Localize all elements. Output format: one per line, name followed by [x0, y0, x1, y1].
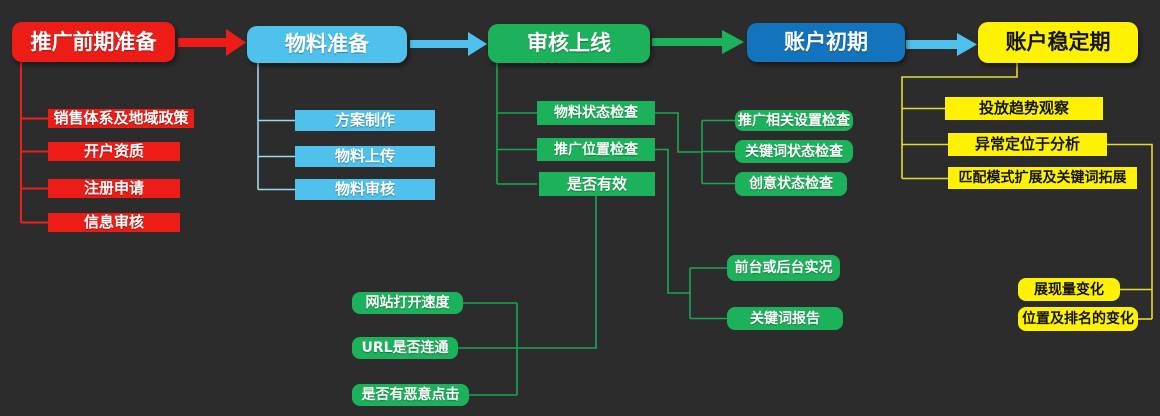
- item-material-status-check: 物料状态检查: [537, 101, 655, 125]
- stage-box-account-initial: 账户初期: [747, 23, 905, 62]
- flow-arrow-green: [652, 30, 744, 54]
- stage-box-review-online: 审核上线: [488, 24, 650, 63]
- item-plan-production: 方案制作: [295, 110, 435, 131]
- item-keyword-status-check: 关键词状态检查: [735, 140, 853, 163]
- item-info-review: 信息审核: [48, 213, 180, 232]
- item-creative-status-check: 创意状态检查: [735, 172, 847, 196]
- item-position-ranking-change: 位置及排名的变化: [1018, 307, 1138, 331]
- item-url-connectivity: URL是否连通: [352, 337, 458, 359]
- flow-arrow-blue-1: [410, 32, 487, 56]
- stage-box-account-stable: 账户稳定期: [978, 22, 1138, 63]
- item-registration-application: 注册申请: [48, 179, 180, 198]
- connector-green-subtrees: [458, 63, 735, 396]
- item-match-mode-keyword-expansion: 匹配模式扩展及关键词拓展: [948, 167, 1137, 189]
- item-site-open-speed: 网站打开速度: [352, 292, 463, 314]
- item-frontend-backend-status: 前台或后台实况: [727, 255, 840, 281]
- item-is-effective: 是否有效: [539, 172, 655, 196]
- item-account-qualification: 开户资质: [48, 142, 180, 161]
- item-material-upload: 物料上传: [295, 146, 435, 167]
- connector-blue-subtree: [257, 63, 295, 191]
- item-delivery-trend-observation: 投放趋势观察: [945, 97, 1103, 120]
- item-material-review: 物料审核: [295, 179, 435, 200]
- stage-box-material-preparation: 物料准备: [247, 26, 407, 63]
- flow-arrow-red: [178, 29, 246, 56]
- item-impression-change: 展现量变化: [1018, 278, 1120, 301]
- flow-arrows: [178, 29, 977, 56]
- flow-arrow-blue-2: [906, 33, 977, 56]
- item-sales-system-policy: 销售体系及地域政策: [48, 109, 194, 128]
- connector-red-subtree: [20, 62, 48, 224]
- item-anomaly-location-analysis: 异常定位于分析: [948, 133, 1107, 156]
- item-keyword-report: 关键词报告: [727, 307, 843, 330]
- stage-box-early-preparation: 推广前期准备: [12, 22, 175, 62]
- item-promotion-settings-check: 推广相关设置检查: [735, 110, 853, 131]
- connector-yellow-subtrees: [901, 63, 1153, 320]
- item-promotion-position-check: 推广位置检查: [537, 138, 655, 161]
- item-malicious-clicks: 是否有恶意点击: [352, 384, 469, 406]
